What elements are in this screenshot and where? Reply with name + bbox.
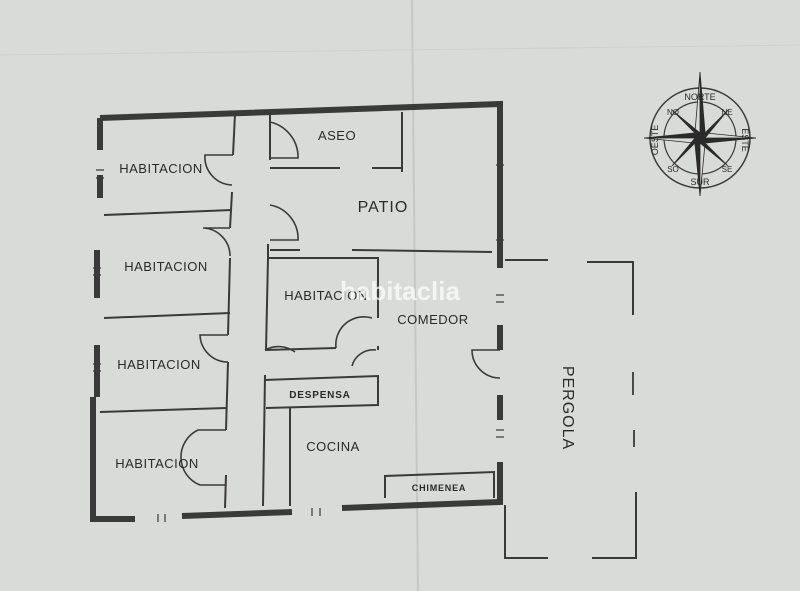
room-label-comedor: COMEDOR bbox=[397, 312, 468, 327]
room-label-habitacion-5: HABITACION bbox=[284, 288, 368, 303]
compass-label-sur: SUR bbox=[690, 177, 710, 187]
compass-label-so: SO bbox=[667, 165, 679, 174]
room-labels: HABITACION HABITACION HABITACION HABITAC… bbox=[115, 128, 576, 493]
door-swings bbox=[180, 121, 501, 486]
room-label-aseo: ASEO bbox=[318, 128, 356, 143]
compass-label-norte: NORTE bbox=[684, 92, 715, 102]
compass-rose: NORTE SUR ESTE OESTE NO NE SO SE bbox=[643, 71, 757, 197]
compass-star-icon bbox=[643, 71, 757, 197]
room-label-pergola: PERGOLA bbox=[559, 366, 576, 450]
compass-label-oeste: OESTE bbox=[650, 125, 660, 156]
watermark-logo: habitaclia bbox=[340, 276, 460, 306]
interior-walls bbox=[99, 112, 637, 559]
room-label-chimenea: CHIMENEA bbox=[412, 483, 466, 493]
window-marks bbox=[93, 164, 504, 522]
compass-label-no: NO bbox=[667, 108, 679, 117]
compass-label-ne: NE bbox=[721, 108, 732, 117]
compass-label-se: SE bbox=[722, 165, 733, 174]
paper-top-edge bbox=[0, 44, 800, 56]
room-label-despensa: DESPENSA bbox=[289, 390, 350, 401]
room-label-cocina: COCINA bbox=[306, 439, 360, 454]
room-label-habitacion-2: HABITACION bbox=[124, 259, 208, 274]
room-label-patio: PATIO bbox=[358, 199, 409, 216]
compass-label-este: ESTE bbox=[740, 128, 750, 152]
room-label-habitacion-3: HABITACION bbox=[117, 357, 201, 372]
room-label-habitacion-4: HABITACION bbox=[115, 456, 199, 471]
pergola-dashes bbox=[632, 372, 635, 447]
paper-fold bbox=[411, 0, 419, 591]
room-label-habitacion-1: HABITACION bbox=[119, 161, 203, 176]
